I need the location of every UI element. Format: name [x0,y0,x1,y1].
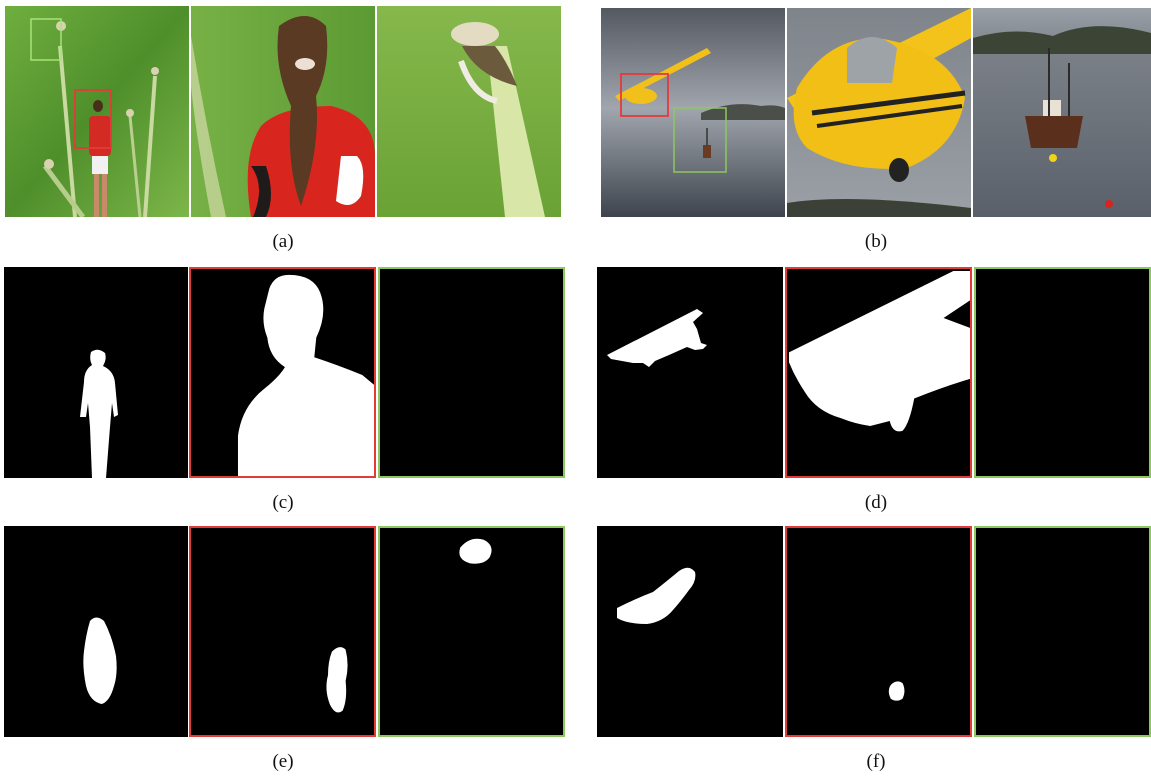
photo-b-full-scene [601,8,785,217]
mask-c-green-crop [378,267,565,478]
caption-e: (e) [272,751,294,772]
caption-a: (a) [272,231,294,252]
caption-c: (c) [272,492,294,513]
mask-f-red-crop [785,526,972,737]
mask-d-green-crop [974,267,1151,478]
caption-f: (f) [866,751,886,772]
mask-d-red-crop [785,267,972,478]
photo-b-green-crop [973,8,1151,217]
photo-b-red-crop [787,8,971,217]
mask-f-green-crop [974,526,1151,737]
photo-a-full-scene [5,6,189,217]
photo-a-green-crop [377,6,561,217]
photo-a-red-crop [191,6,375,217]
caption-b: (b) [864,231,888,252]
mask-c-full [4,267,188,478]
mask-d-full [597,267,783,478]
mask-e-green-crop [378,526,565,737]
mask-e-full [4,526,188,737]
mask-f-full [597,526,783,737]
mask-c-red-crop [189,267,376,478]
caption-d: (d) [864,492,888,513]
mask-e-red-crop [189,526,376,737]
